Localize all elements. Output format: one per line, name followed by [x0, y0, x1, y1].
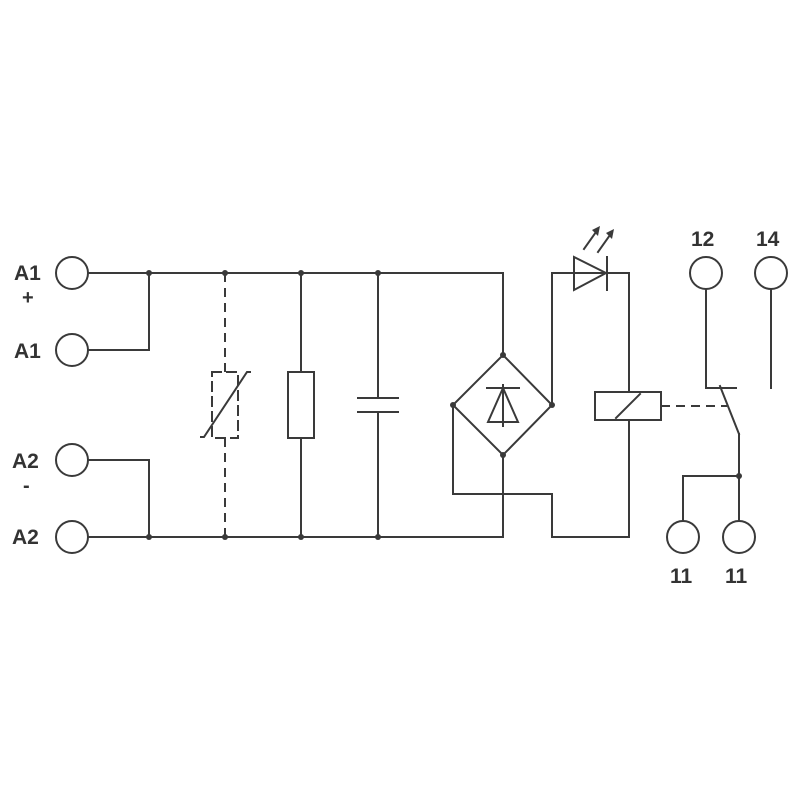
terminal-a2-bottom [55, 520, 89, 554]
terminal-label-a1-top: A1 [14, 262, 41, 285]
terminal-14 [754, 256, 788, 290]
resistor [287, 371, 315, 439]
terminal-a1-top [55, 256, 89, 290]
terminal-label-a2-bottom: A2 [12, 526, 39, 549]
bridge-rectifier [451, 353, 554, 457]
led [572, 226, 614, 292]
relay-coil [594, 391, 662, 421]
terminal-label-a1-bottom: A1 [14, 340, 41, 363]
terminal-sign-plus: + [22, 287, 34, 309]
terminal-label-11-left: 11 [670, 565, 693, 588]
terminal-label-12: 12 [691, 228, 714, 251]
terminal-label-11-right: 11 [725, 565, 748, 588]
capacitor [357, 397, 399, 413]
varistor [200, 273, 251, 537]
terminal-sign-minus: - [23, 475, 30, 497]
terminal-11-right [722, 520, 756, 554]
junction-dots [146, 270, 742, 540]
relay-contacts [682, 289, 772, 522]
terminal-a1-bottom [55, 333, 89, 367]
wiring [87, 272, 630, 538]
terminal-label-14: 14 [756, 228, 780, 251]
terminal-12 [689, 256, 723, 290]
terminal-11-left [666, 520, 700, 554]
terminal-label-a2-top: A2 [12, 450, 39, 473]
terminal-a2-top [55, 443, 89, 477]
